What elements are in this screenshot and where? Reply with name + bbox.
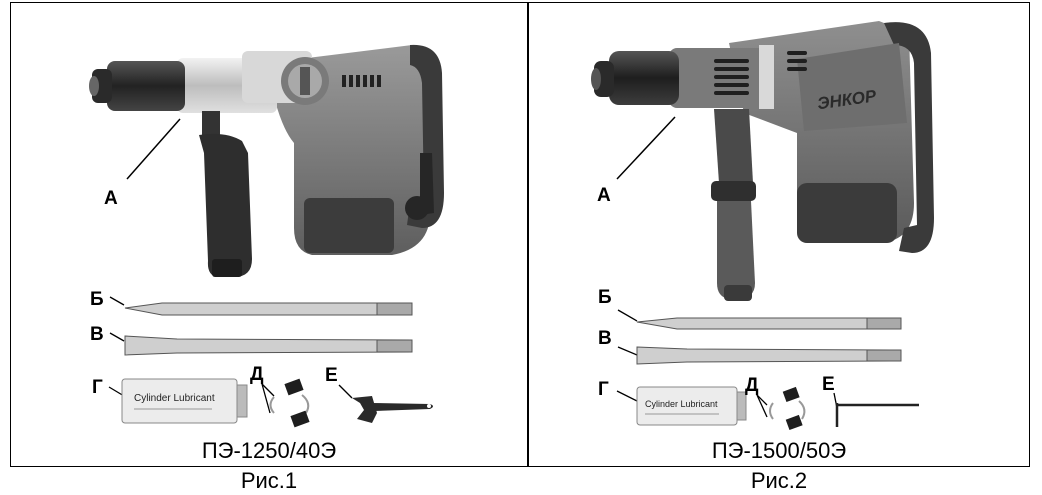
label-a: А bbox=[597, 185, 611, 206]
label-d: Д bbox=[745, 375, 759, 396]
label-b: Б bbox=[90, 289, 104, 310]
flat-chisel bbox=[124, 335, 413, 356]
figure-2-caption: Рис.2 bbox=[750, 468, 808, 493]
panel-divider bbox=[527, 2, 529, 467]
label-a: А bbox=[104, 188, 118, 209]
label-g: Г bbox=[598, 379, 609, 400]
label-v: В bbox=[90, 324, 104, 345]
rotary-hammer-1-illustration bbox=[89, 44, 444, 277]
flat-chisel bbox=[636, 346, 902, 365]
figure-1-caption: Рис.1 bbox=[240, 468, 298, 493]
label-d: Д bbox=[250, 364, 264, 385]
figure-2-model: ПЭ-1500/50Э bbox=[711, 438, 847, 463]
label-e: Е bbox=[325, 365, 338, 386]
rotary-hammer-2-illustration: ЭНКОР bbox=[591, 21, 934, 301]
figure-1-panel: А Б В Г Cylinder Lubricant Д Е bbox=[89, 44, 444, 428]
carbon-brushes bbox=[269, 378, 310, 428]
hex-key bbox=[835, 403, 919, 427]
figure-1-model: ПЭ-1250/40Э bbox=[201, 438, 337, 463]
lubricant-tube: Cylinder Lubricant bbox=[636, 386, 747, 426]
spanner-wrench bbox=[352, 396, 433, 423]
label-g: Г bbox=[92, 377, 103, 398]
figure-frame bbox=[10, 2, 1030, 467]
lubricant-tube: Cylinder Lubricant bbox=[121, 378, 248, 424]
tube-text: Cylinder Lubricant bbox=[645, 399, 718, 409]
figure-2-panel: ЭНКОР А Б В Г bbox=[591, 21, 934, 431]
pointed-chisel bbox=[124, 302, 413, 316]
label-b: Б bbox=[598, 287, 612, 308]
label-v: В bbox=[598, 328, 612, 349]
carbon-brushes bbox=[769, 386, 806, 431]
label-e: Е bbox=[822, 374, 835, 395]
tube-text: Cylinder Lubricant bbox=[134, 393, 215, 404]
pointed-chisel bbox=[636, 317, 902, 330]
